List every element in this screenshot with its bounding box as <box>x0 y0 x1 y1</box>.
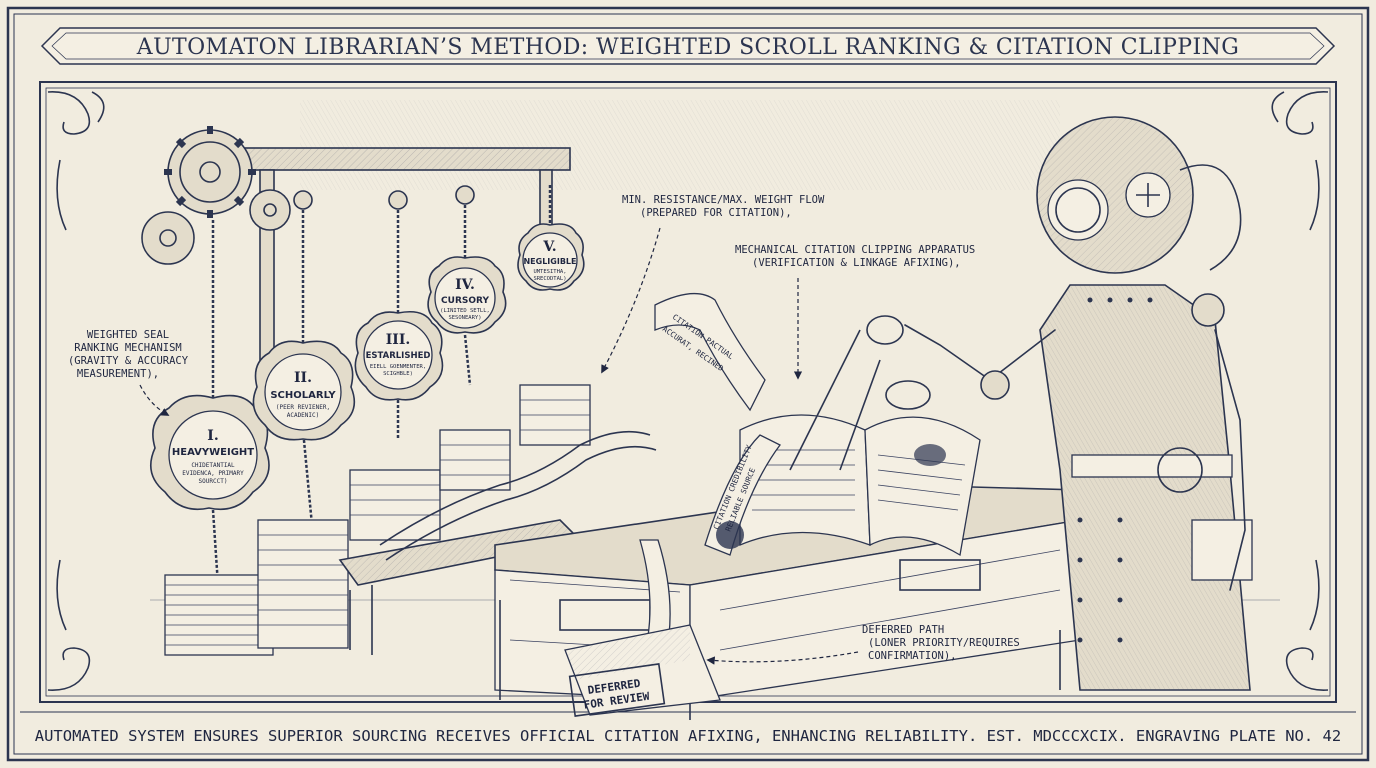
seal-4-sub-2: SESONEARY) <box>448 315 481 321</box>
seal-1-name: HEAVYWEIGHT <box>172 447 254 458</box>
annotation-ranking-line-2: RANKING MECHANISM <box>74 342 181 354</box>
chains <box>211 185 552 586</box>
seal-2-sub-1: (PEER REVIENER, <box>276 404 330 411</box>
seal-1: I. HEAVYWEIGHT CHIDETANTIAL EVIDENCA, PR… <box>149 394 270 511</box>
seal-1-sub-1: CHIDETANTIAL <box>191 462 235 469</box>
seal-3-sub-2: SCIGHBLE) <box>383 371 413 377</box>
seal-1-numeral: I. <box>207 428 218 444</box>
scissors-apparatus <box>789 315 931 471</box>
open-book <box>739 414 981 557</box>
annotation-clipping: MECHANICAL CITATION CLIPPING APPARATUS (… <box>735 244 975 380</box>
annotation-clipping-line-2: (VERIFICATION & LINKAGE AFIXING), <box>752 257 961 269</box>
seal-2-sub-2: ACADENIC) <box>287 412 320 419</box>
seal-4: IV. CURSORY (LINITED SETLL, SESONEARY) <box>427 256 507 334</box>
annotation-ranking-line-1: WEIGHTED SEAL <box>87 329 169 341</box>
conveyor-belt <box>338 430 657 655</box>
annotation-ranking-line-3: (GRAVITY & ACCURACY <box>68 355 189 367</box>
seal-5: V. NEGLIGIBLE UMTESITHA, SRECODTAL) <box>517 223 585 291</box>
annotation-flow-line-2: (PREPARED FOR CITATION), <box>640 207 792 219</box>
seal-4-numeral: IV. <box>455 277 475 293</box>
seal-3-sub-1: EIELL GOENMENTER, <box>370 364 426 370</box>
seal-5-sub-1: UMTESITHA, <box>533 269 566 275</box>
annotation-deferred-line-3: CONFIRMATION), <box>868 650 957 662</box>
seal-2-name: SCHOLARLY <box>270 390 336 401</box>
annotation-deferred-line-2: (LONER PRIORITY/REQUIRES <box>868 637 1020 649</box>
seal-5-name: NEGLIGIBLE <box>523 257 576 266</box>
plate-caption: AUTOMATED SYSTEM ENSURES SUPERIOR SOURCI… <box>35 727 1341 745</box>
annotation-deferred-path: DEFERRED PATH (LONER PRIORITY/REQUIRES C… <box>706 624 1020 665</box>
seal-4-name: CURSORY <box>441 296 489 306</box>
seal-1-sub-3: SOURCCT) <box>199 478 228 485</box>
seal-5-numeral: V. <box>542 239 556 255</box>
annotation-deferred-line-1: DEFERRED PATH <box>862 624 944 636</box>
seal-2: II. SCHOLARLY (PEER REVIENER, ACADENIC) <box>252 340 356 441</box>
seal-1-sub-2: EVIDENCA, PRIMARY <box>182 470 244 477</box>
paper-stacks <box>164 384 591 656</box>
ribbon-labels: CITATION PACTUAL ACCURAT, RECINED CITATI… <box>661 312 758 532</box>
plate-title: AUTOMATON LIBRARIAN’S METHOD: WEIGHTED S… <box>136 35 1239 60</box>
seal-4-sub-1: (LINITED SETLL, <box>440 308 490 314</box>
annotation-ranking-line-4: MEASUREMENT), <box>77 368 159 380</box>
robot-automaton <box>904 116 1253 691</box>
seal-2-numeral: II. <box>294 370 312 386</box>
annotation-flow: MIN. RESISTANCE/MAX. WEIGHT FLOW (PREPAR… <box>601 194 825 374</box>
seal-3-name: ESTARLISHED <box>366 351 431 361</box>
seal-3: III. ESTARLISHED EIELL GOENMENTER, SCIGH… <box>354 310 444 401</box>
seal-5-sub-2: SRECODTAL) <box>533 276 566 282</box>
annotation-flow-line-1: MIN. RESISTANCE/MAX. WEIGHT FLOW <box>622 194 825 206</box>
annotation-clipping-line-1: MECHANICAL CITATION CLIPPING APPARATUS <box>735 244 975 256</box>
seal-3-numeral: III. <box>386 332 411 348</box>
annotation-ranking: WEIGHTED SEAL RANKING MECHANISM (GRAVITY… <box>68 329 189 416</box>
wax-seals: I. HEAVYWEIGHT CHIDETANTIAL EVIDENCA, PR… <box>149 223 585 511</box>
deferred-box <box>564 624 721 717</box>
